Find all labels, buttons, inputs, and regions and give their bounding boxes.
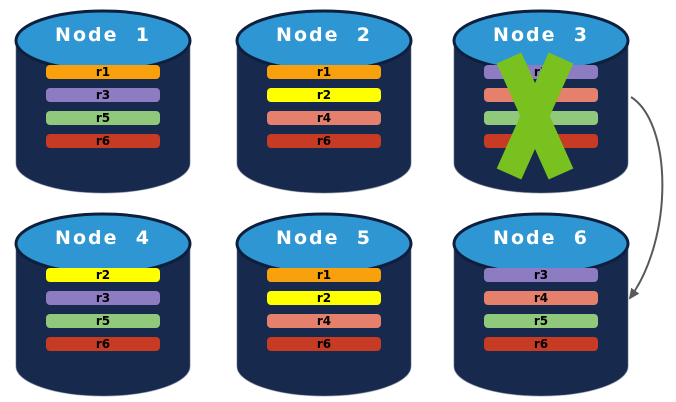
replica-list: r1 r3 r5 r6 [46, 65, 160, 148]
replica-list: r3 r4 r5 r6 [484, 268, 598, 351]
replica-bar-r2: r2 [267, 88, 381, 102]
replica-bar-r6: r6 [484, 337, 598, 351]
node-3: Node 3 r3 [451, 8, 631, 196]
replica-list: r1 r2 r4 r6 [267, 268, 381, 351]
replica-bar-r6: r6 [46, 337, 160, 351]
replica-bar-r1: r1 [267, 65, 381, 79]
failure-x-icon [496, 52, 574, 180]
replica-bar-r5: r5 [484, 314, 598, 328]
replica-bar-r4: r4 [484, 291, 598, 305]
node-title: Node 2 [276, 24, 372, 46]
node-6: Node 6 r3 r4 r5 r6 [451, 211, 631, 399]
node-2: Node 2 r1 r2 r4 r6 [234, 8, 414, 196]
replica-bar-r3: r3 [484, 268, 598, 282]
node-title: Node 3 [493, 24, 589, 46]
replica-list: r2 r3 r5 r6 [46, 268, 160, 351]
node-1: Node 1 r1 r3 r5 r6 [13, 8, 193, 196]
node-5: Node 5 r1 r2 r4 r6 [234, 211, 414, 399]
node-title: Node 4 [55, 227, 151, 249]
replica-bar-r4: r4 [267, 111, 381, 125]
replica-bar-r4: r4 [267, 314, 381, 328]
node-title: Node 1 [55, 24, 151, 46]
replica-bar-r6: r6 [46, 134, 160, 148]
replica-bar-r5: r5 [46, 111, 160, 125]
replica-bar-r2: r2 [46, 268, 160, 282]
replica-bar-r6: r6 [267, 134, 381, 148]
replica-bar-r1: r1 [267, 268, 381, 282]
replica-bar-r5: r5 [46, 314, 160, 328]
replica-bar-r2: r2 [267, 291, 381, 305]
node-title: Node 6 [493, 227, 589, 249]
node-title: Node 5 [276, 227, 372, 249]
replica-bar-r1: r1 [46, 65, 160, 79]
replica-bar-r3: r3 [46, 88, 160, 102]
replica-bar-r6: r6 [267, 337, 381, 351]
node-4: Node 4 r2 r3 r5 r6 [13, 211, 193, 399]
replica-bar-r3: r3 [46, 291, 160, 305]
replica-list: r1 r2 r4 r6 [267, 65, 381, 148]
